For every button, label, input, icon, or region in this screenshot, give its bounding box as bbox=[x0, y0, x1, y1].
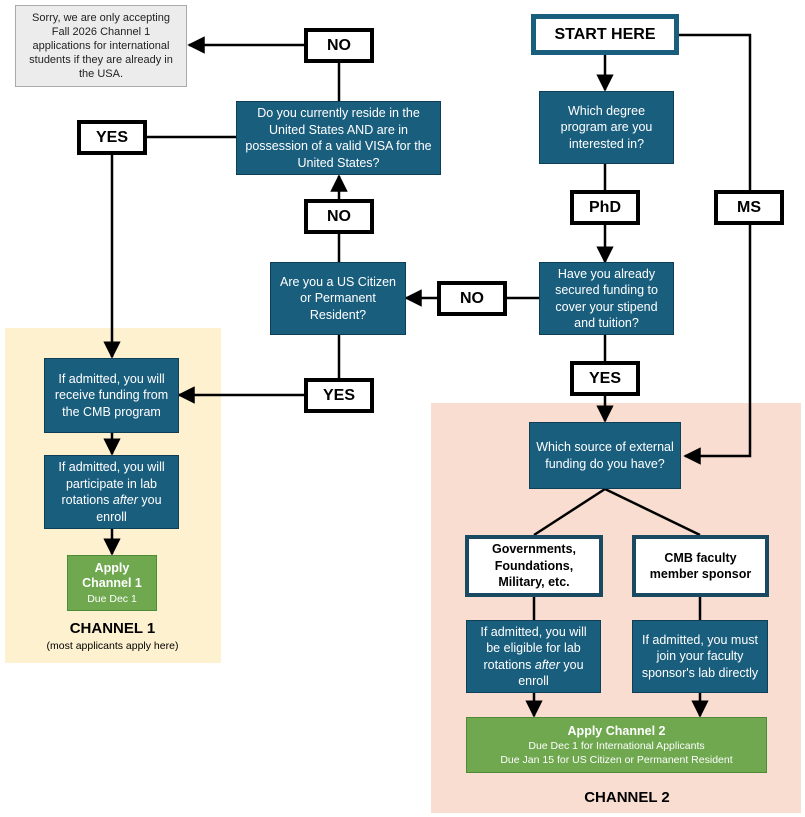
phd-label: PhD bbox=[570, 190, 640, 225]
cmb-sponsor-box: CMB faculty member sponsor bbox=[632, 535, 769, 597]
no-label-funding: NO bbox=[437, 281, 507, 316]
start-box: START HERE bbox=[531, 14, 679, 55]
gov-result-text-end: you enroll bbox=[518, 657, 584, 689]
yes-label-funding: YES bbox=[570, 361, 640, 396]
arrow-reside-to-channel1 bbox=[103, 135, 236, 359]
apply-channel-1-title: Apply Channel 1 bbox=[82, 560, 142, 590]
apply-channel-1-box: Apply Channel 1 Due Dec 1 bbox=[67, 555, 157, 611]
channel-1-label: CHANNEL 1 bbox=[69, 620, 156, 637]
gov-result-emphasis: after bbox=[534, 657, 560, 672]
no-label-reside: NO bbox=[304, 28, 374, 63]
cmb-result-box: If admitted, you must join your faculty … bbox=[632, 620, 768, 693]
apply-channel-2-due-us: Due Jan 15 for US Citizen or Permanent R… bbox=[500, 753, 733, 766]
channel1-funding-box: If admitted, you will receive funding fr… bbox=[44, 358, 179, 433]
arrow-ms-to-source bbox=[679, 33, 752, 465]
gov-result-text: If admitted, you will be eligible for la… bbox=[480, 624, 587, 672]
ms-label: MS bbox=[714, 190, 784, 225]
funding-question: Have you already secured funding to cove… bbox=[539, 262, 674, 335]
degree-question: Which degree program are you interested … bbox=[539, 91, 674, 164]
sorry-note: Sorry, we are only accepting Fall 2026 C… bbox=[15, 5, 187, 87]
channel1-rotations-emphasis: after bbox=[112, 493, 138, 507]
funding-source-question: Which source of external funding do you … bbox=[529, 422, 681, 489]
reside-question: Do you currently reside in the United St… bbox=[236, 101, 441, 175]
channel-1-sublabel: (most applicants apply here) bbox=[46, 640, 179, 652]
apply-channel-2-box: Apply Channel 2 Due Dec 1 for Internatio… bbox=[466, 717, 767, 773]
yes-label-reside: YES bbox=[77, 120, 147, 155]
yes-label-citizen: YES bbox=[304, 378, 374, 413]
apply-channel-2-title: Apply Channel 2 bbox=[567, 723, 666, 738]
no-label-citizen: NO bbox=[304, 199, 374, 234]
channel1-rotations-box: If admitted, you will participate in lab… bbox=[44, 455, 179, 529]
line-source-to-cmb bbox=[604, 487, 701, 537]
channel1-rotations-text-end: you enroll bbox=[96, 493, 162, 524]
channel1-rotations-text: If admitted, you will participate in lab… bbox=[58, 460, 165, 507]
channel-2-label: CHANNEL 2 bbox=[584, 789, 670, 806]
apply-channel-2-due-intl: Due Dec 1 for International Applicants bbox=[528, 739, 705, 752]
gov-result-box: If admitted, you will be eligible for la… bbox=[466, 620, 601, 693]
gov-foundations-box: Governments, Foundations, Military, etc. bbox=[465, 535, 603, 597]
line-source-to-gov bbox=[533, 487, 606, 537]
citizen-question: Are you a US Citizen or Permanent Reside… bbox=[270, 262, 406, 335]
apply-channel-1-due: Due Dec 1 bbox=[87, 592, 137, 605]
